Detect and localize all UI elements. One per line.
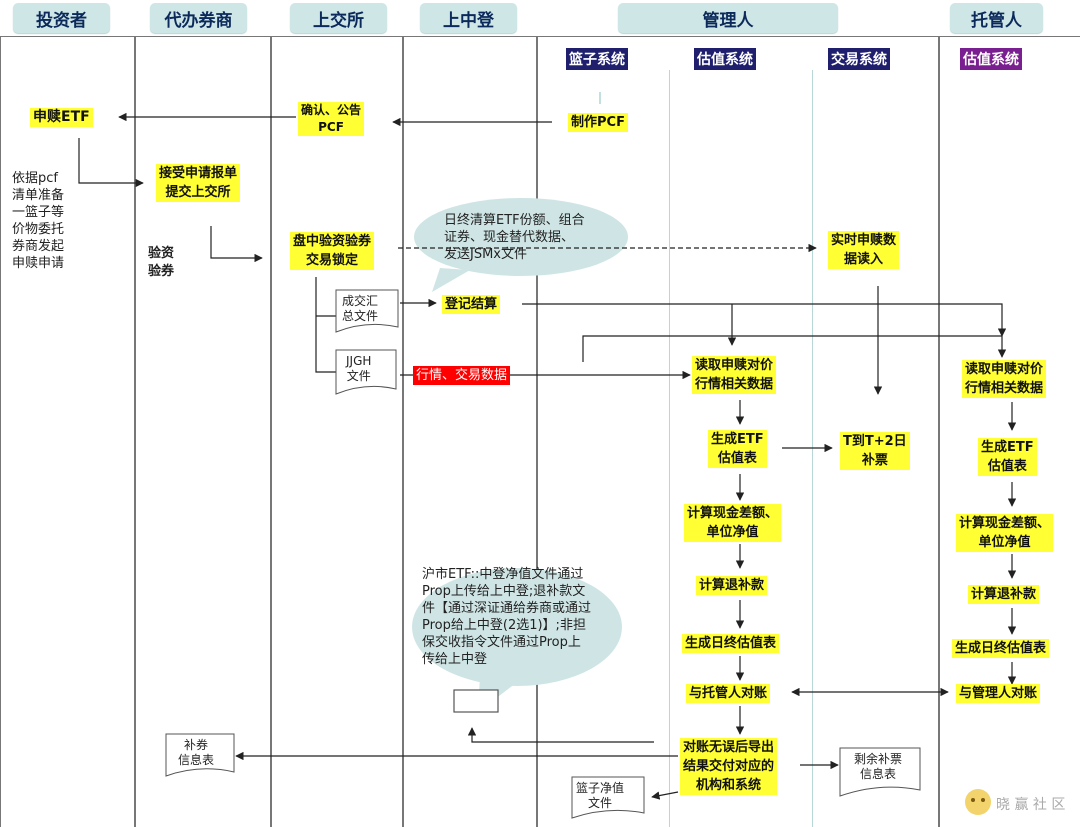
doc-remaining-supp: 剩余补票 信息表 <box>854 752 903 781</box>
lane-investor <box>0 36 136 827</box>
doc-basket-nav: 篮子净值 文件 <box>576 781 625 810</box>
lane-custodian <box>938 36 1080 827</box>
lane-header-manager: 管理人 <box>618 3 838 33</box>
doc-jjgh: JJGH 文件 <box>346 354 372 383</box>
doc-trade-summary: 成交汇 总文件 <box>342 294 379 323</box>
system-label-basket: 篮子系统 <box>566 48 628 70</box>
node-mgr-generate: 生成ETF 估值表 <box>708 430 767 468</box>
node-cust-generate: 生成ETF 估值表 <box>978 438 1037 476</box>
node-realtime-read: 实时申赎数 据读入 <box>828 231 900 269</box>
system-label-valuation-manager: 估值系统 <box>694 48 756 70</box>
node-subscribe-etf: 申赎ETF <box>30 108 93 127</box>
bubble-sh-etf-text: 沪市ETF::中登净值文件通过 Prop上传给上中登;退补款文 件【通过深证通给… <box>422 567 592 667</box>
doc-shape-trade-summary <box>335 289 399 333</box>
lane-csdc <box>402 36 538 827</box>
node-market-trade-data: 行情、交易数据 <box>413 366 511 385</box>
bubble-eod-clearing-text: 日终清算ETF份额、组合 证券、现金替代数据、 发送JSMx文件 <box>444 213 585 262</box>
doc-shape-basket-nav <box>571 776 645 819</box>
node-mgr-refund: 计算退补款 <box>696 576 768 595</box>
doc-bond-info: 补券 信息表 <box>178 738 215 767</box>
doc-shape-jjgh <box>335 349 397 395</box>
lane-header-csdc: 上中登 <box>420 3 517 33</box>
node-broker-verify: 验资 验券 <box>148 246 175 279</box>
watermark-text: 晓 赢 社 区 <box>996 797 1066 813</box>
node-mgr-calc: 计算现金差额、 单位净值 <box>684 504 782 542</box>
system-label-valuation-custodian: 估值系统 <box>960 48 1022 70</box>
node-mgr-export: 对账无误后导出 结果交付对应的 机构和系统 <box>680 738 778 795</box>
node-broker-accept: 接受申请报单 提交上交所 <box>156 164 241 202</box>
node-cust-reconcile: 与管理人对账 <box>956 684 1041 703</box>
lane-header-custodian: 托管人 <box>950 3 1043 33</box>
lane-broker <box>134 36 272 827</box>
bubble-eod-clearing <box>414 198 628 276</box>
node-t-supplement: T到T+2日 补票 <box>840 432 910 470</box>
node-cust-eod: 生成日终估值表 <box>952 639 1050 658</box>
investor-note: 依据pcf 清单准备 一篮子等 价物委托 券商发起 申赎申请 <box>12 171 65 271</box>
node-cust-refund: 计算退补款 <box>968 585 1040 604</box>
node-sse-confirm: 确认、公告 PCF <box>298 102 365 136</box>
node-register-settlement: 登记结算 <box>442 295 501 314</box>
doc-shape-bond-info <box>165 733 235 777</box>
lane-header-investor: 投资者 <box>13 3 110 33</box>
node-cust-calc: 计算现金差额、 单位净值 <box>956 514 1054 552</box>
sublane-divider <box>669 70 670 827</box>
node-make-pcf: 制作PCF <box>568 113 628 132</box>
node-mgr-reconcile: 与托管人对账 <box>686 684 771 703</box>
watermark-logo-icon <box>965 789 991 815</box>
node-mgr-read: 读取申赎对价 行情相关数据 <box>692 356 777 394</box>
node-cust-read: 读取申赎对价 行情相关数据 <box>962 360 1047 398</box>
node-mgr-eod: 生成日终估值表 <box>682 634 780 653</box>
bubble-sh-etf <box>412 568 622 686</box>
lane-manager <box>536 36 940 827</box>
system-label-trading: 交易系统 <box>828 48 890 70</box>
lane-header-sse: 上交所 <box>290 3 387 33</box>
lane-sse <box>270 36 404 827</box>
node-sse-lock: 盘中验资验券 交易锁定 <box>290 232 375 270</box>
lane-header-broker: 代办券商 <box>150 3 247 33</box>
doc-shape-remaining <box>839 747 921 797</box>
